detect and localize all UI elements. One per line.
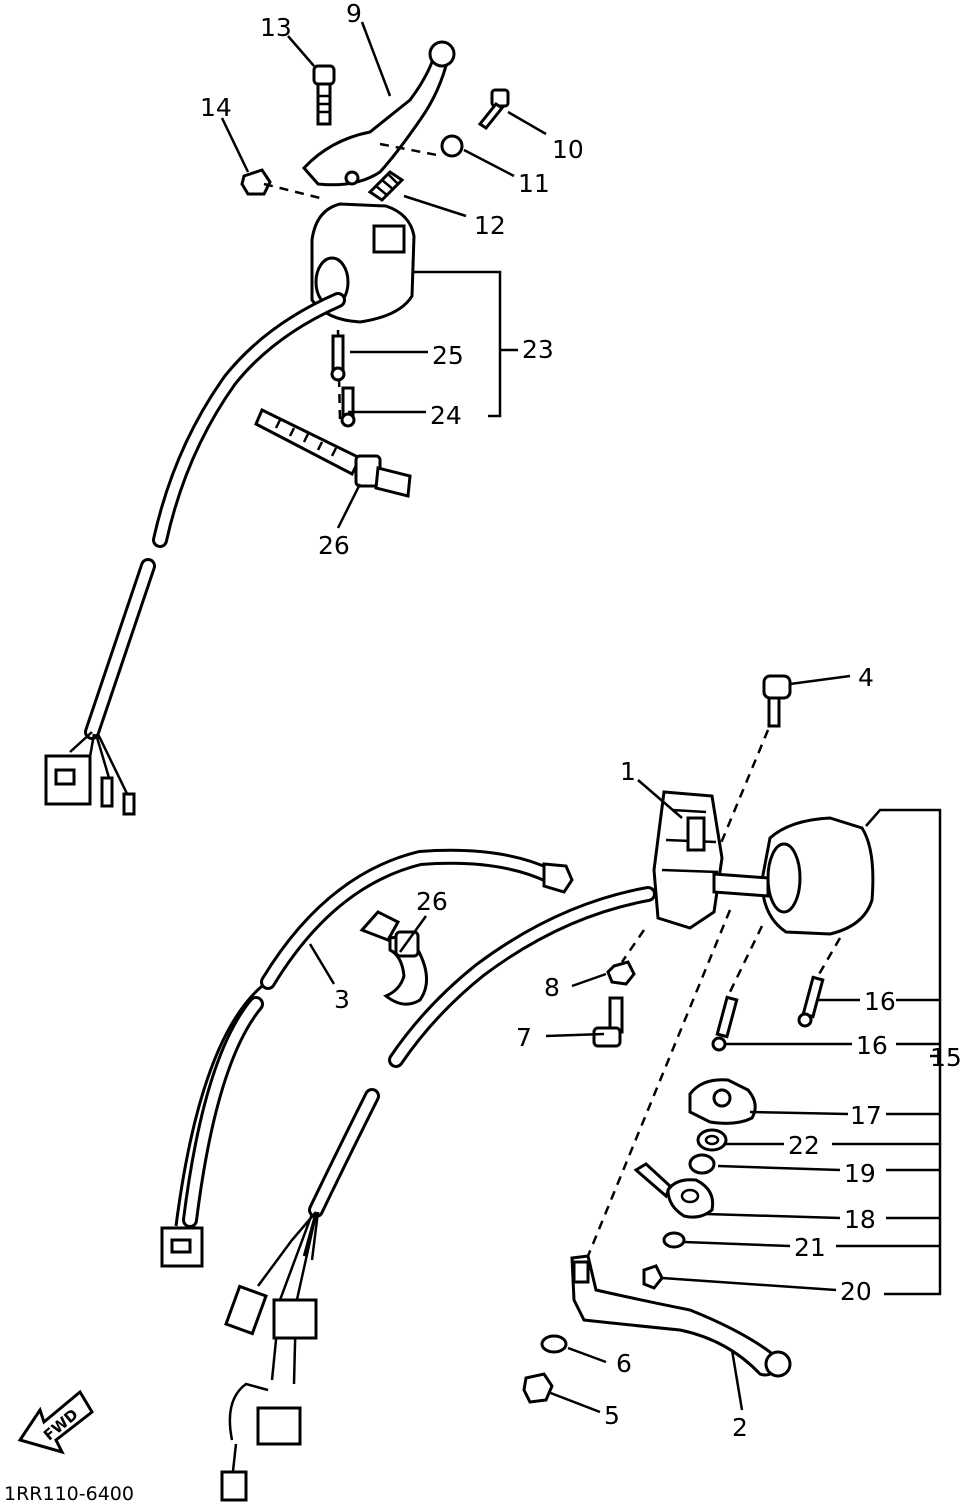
- screw-20: [642, 1264, 664, 1290]
- callout-1: 1: [620, 757, 636, 786]
- bolt-13: [312, 64, 336, 126]
- callout-6: 6: [616, 1349, 632, 1378]
- nut-14: [240, 168, 272, 196]
- callout-labels: 13 9 14 10 11 12 23 25 24 26 4 1 26 3 8 …: [4, 0, 962, 1505]
- upper-switch-assembly: [44, 40, 510, 816]
- callout-8: 8: [544, 973, 560, 1002]
- callout-26-upper: 26: [318, 531, 350, 560]
- callout-21: 21: [794, 1233, 826, 1262]
- part-18: [633, 1162, 715, 1219]
- washer-19: [688, 1153, 716, 1175]
- holder-1: [652, 790, 724, 930]
- callout-11: 11: [518, 169, 550, 198]
- bolt-10: [477, 88, 510, 131]
- callout-12: 12: [474, 211, 506, 240]
- lower-switch-assembly: FWD: [17, 674, 875, 1502]
- leader-lines: [220, 21, 942, 1414]
- callout-26-lower: 26: [416, 887, 448, 916]
- callout-24: 24: [430, 401, 462, 430]
- callout-7: 7: [516, 1023, 532, 1052]
- callout-17: 17: [850, 1101, 882, 1130]
- callout-4: 4: [858, 663, 874, 692]
- spring-12: [367, 170, 405, 202]
- lever-2: [570, 1254, 792, 1378]
- washer-21: [662, 1231, 686, 1249]
- connectors-lower: [220, 1284, 318, 1502]
- callout-15: 15: [930, 1043, 962, 1072]
- screw-24: [340, 386, 356, 428]
- callout-2: 2: [732, 1413, 748, 1442]
- callout-25: 25: [432, 341, 464, 370]
- callout-5: 5: [604, 1401, 620, 1430]
- nut-11: [440, 134, 464, 158]
- screw-16a: [797, 975, 825, 1028]
- screw-16b: [711, 995, 739, 1052]
- fwd-arrow: FWD: [17, 1389, 94, 1455]
- callout-13: 13: [260, 13, 292, 42]
- washer-22: [696, 1128, 728, 1152]
- lever-9: [301, 40, 456, 187]
- callout-16a: 16: [864, 987, 896, 1016]
- diagram-code: 1RR110-6400: [4, 1483, 134, 1505]
- callout-14: 14: [200, 93, 232, 122]
- part-17: [688, 1078, 757, 1125]
- cable-tie-26-lower: [359, 910, 428, 1006]
- callout-20: 20: [840, 1277, 872, 1306]
- nut-5: [522, 1372, 554, 1404]
- switch-housing-15: [760, 816, 875, 936]
- screw-4: [762, 674, 792, 728]
- callout-3: 3: [334, 985, 350, 1014]
- callout-18: 18: [844, 1205, 876, 1234]
- connector-cable-3: [160, 1226, 204, 1268]
- callout-16b: 16: [856, 1031, 888, 1060]
- washer-6: [540, 1334, 568, 1354]
- callout-9: 9: [346, 0, 362, 28]
- callout-19: 19: [844, 1159, 876, 1188]
- callout-10: 10: [552, 135, 584, 164]
- nut-8: [606, 960, 636, 986]
- cable-tie-26-upper: [254, 407, 412, 498]
- screw-25: [330, 334, 346, 382]
- cable-3-end: [542, 862, 574, 894]
- screw-7: [592, 996, 624, 1048]
- callout-22: 22: [788, 1131, 820, 1160]
- connector-upper: [44, 754, 136, 816]
- callout-23: 23: [522, 335, 554, 364]
